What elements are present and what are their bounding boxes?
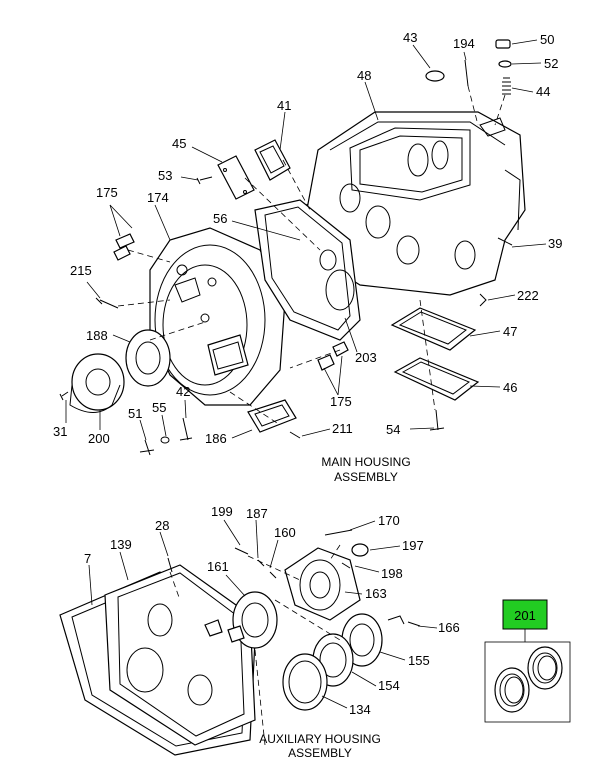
label-199: 199	[211, 504, 233, 519]
label-198: 198	[381, 566, 403, 581]
label-175-top: 175	[96, 185, 118, 200]
label-42: 42	[176, 384, 190, 399]
label-50: 50	[540, 32, 554, 47]
label-197: 197	[402, 538, 424, 553]
label-203: 203	[355, 350, 377, 365]
label-200: 200	[88, 431, 110, 446]
main-assembly-lines	[117, 85, 506, 426]
label-160: 160	[274, 525, 296, 540]
cover-plates-41-45	[196, 139, 291, 200]
label-215: 215	[70, 263, 92, 278]
aux-housing-gaskets	[59, 564, 256, 756]
label-52: 52	[544, 56, 558, 71]
label-174: 174	[147, 190, 169, 205]
label-45: 45	[172, 136, 186, 151]
label-166: 166	[438, 620, 460, 635]
main-housing-body	[304, 111, 526, 296]
label-175-bottom: 175	[330, 394, 352, 409]
label-47: 47	[503, 324, 517, 339]
main-caption-line1: MAIN HOUSING	[321, 455, 410, 469]
aux-caption-line2: ASSEMBLY	[288, 746, 352, 760]
label-55: 55	[152, 400, 166, 415]
label-222: 222	[517, 288, 539, 303]
label-56: 56	[213, 211, 227, 226]
clutch-housing	[149, 227, 286, 406]
highlight-label: 201	[514, 608, 536, 623]
aux-leader-lines	[88, 519, 438, 709]
label-139: 139	[110, 537, 132, 552]
label-31: 31	[53, 424, 67, 439]
cap-and-pin-parts	[425, 39, 512, 95]
aux-caption-line1: AUXILIARY HOUSING	[259, 732, 381, 746]
label-28: 28	[155, 518, 169, 533]
fastener-parts	[95, 233, 513, 456]
label-187: 187	[246, 506, 268, 521]
label-188: 188	[86, 328, 108, 343]
bearing-cap-parts	[59, 329, 171, 413]
label-48: 48	[357, 68, 371, 83]
highlighted-part-201[interactable]: 201	[484, 599, 571, 723]
part-labels: 43 194 50 52 44 48 41 45 53 175 174 56 3…	[53, 30, 562, 717]
label-51: 51	[128, 406, 142, 421]
main-caption-line2: ASSEMBLY	[334, 470, 398, 484]
label-44: 44	[536, 84, 550, 99]
label-170: 170	[378, 513, 400, 528]
plates-47-46	[390, 307, 480, 401]
label-134: 134	[349, 702, 371, 717]
label-161: 161	[207, 559, 229, 574]
label-53: 53	[158, 168, 172, 183]
label-43: 43	[403, 30, 417, 45]
label-46: 46	[503, 380, 517, 395]
label-7: 7	[84, 551, 91, 566]
label-186: 186	[205, 431, 227, 446]
label-54: 54	[386, 422, 400, 437]
label-163: 163	[365, 586, 387, 601]
label-41: 41	[277, 98, 291, 113]
label-194: 194	[453, 36, 475, 51]
aux-assembly-lines	[169, 544, 341, 746]
main-leader-lines	[65, 39, 547, 441]
aux-bearing-parts	[167, 529, 421, 711]
label-154: 154	[378, 678, 400, 693]
label-155: 155	[408, 653, 430, 668]
label-39: 39	[548, 236, 562, 251]
captions: MAIN HOUSING ASSEMBLY AUXILIARY HOUSING …	[259, 455, 410, 760]
label-211: 211	[332, 421, 353, 436]
